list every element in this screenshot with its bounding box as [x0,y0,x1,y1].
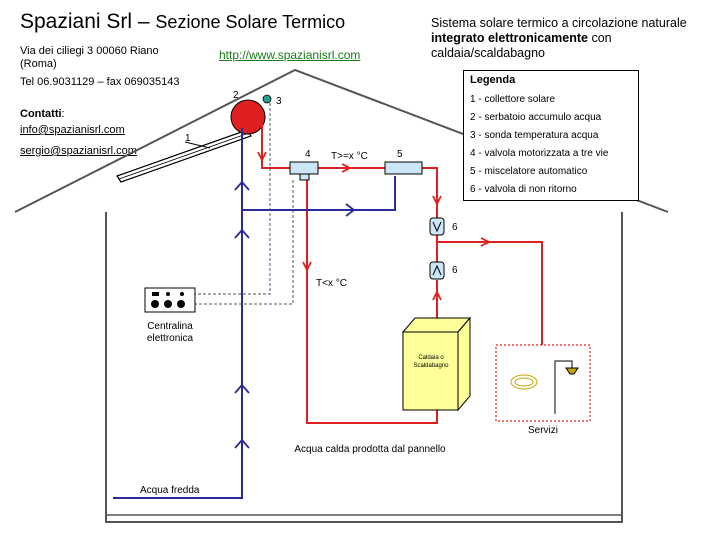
hot-water-pipes [261,110,543,424]
solar-collector [116,129,252,183]
cold-condition-label: T<x °C [316,278,347,289]
label-number-4: 4 [305,149,311,160]
legend-box: Legenda 1 - collettore solare 2 - serbat… [463,70,639,201]
address-text: Via dei ciliegi 3 00060 Riano (Roma) [20,45,159,70]
boiler-box [401,316,472,412]
hot-condition-label: T>=x °C [331,151,368,162]
legend-item: 2 - serbatoio accumulo acqua [470,112,602,123]
controller-label: Centralina elettronica [146,321,194,344]
storage-tank [230,99,266,135]
hot-flow-arrows [257,151,492,301]
sink-icon [510,374,538,390]
automatic-mixer [384,161,423,175]
cold-flow-arrows [234,180,356,449]
temperature-sensor [262,94,272,104]
label-number-6-top: 6 [452,222,458,233]
website-link[interactable]: http://www.spazianisrl.com [219,48,361,62]
system-description: Sistema solare termico a circolazione na… [431,16,711,61]
label-number-2: 2 [233,90,239,101]
label-number-6-bottom: 6 [452,265,458,276]
contacts-label-text: Contatti [20,108,62,120]
contacts-colon: : [61,108,65,120]
section-name: Sezione Solare Termico [155,12,346,32]
house-walls [105,212,623,523]
description-bold: integrato elettronicamente [431,31,588,45]
services-box [495,344,591,422]
legend-item: 6 - valvola di non ritorno [470,184,577,195]
boiler-label: Caldaia o Scaldabagno [413,355,449,369]
email-link-sergio[interactable]: sergio@spazianisrl.com [20,145,137,157]
description-part1: Sistema solare termico a circolazione na… [431,16,687,30]
company-name: Spaziani Srl [20,10,133,33]
legend-item: 3 - sonda temperatura acqua [470,130,599,141]
legend-title: Legenda [470,74,516,86]
contacts-label: Contatti: [20,108,65,121]
check-valve-top [429,217,445,236]
cold-water-label: Acqua fredda [140,485,200,496]
electronic-controller [144,287,196,313]
three-way-valve [289,161,319,181]
legend-item: 5 - miscelatore automatico [470,166,588,177]
control-wires [195,103,294,305]
services-label: Servizi [528,425,559,436]
phone-text: Tel 06.9031129 – fax 069035143 [20,76,180,88]
email-link-info[interactable]: info@spazianisrl.com [20,124,125,136]
label-leader-1 [184,141,211,149]
description-part2: con caldaia/scaldabagno [431,31,612,60]
check-valve-bottom [429,261,445,280]
title-dash: – [132,10,156,33]
shower-icon [554,360,579,414]
label-number-1: 1 [185,133,191,144]
legend-item: 1 - collettore solare [470,94,556,105]
hot-water-label: Acqua calda prodotta dal pannello [294,444,446,455]
label-number-5: 5 [397,149,403,160]
legend-item: 4 - valvola motorizzata a tre vie [470,148,609,159]
label-number-3: 3 [276,96,282,107]
page-title: Spaziani Srl – Sezione Solare Termico [20,10,345,34]
